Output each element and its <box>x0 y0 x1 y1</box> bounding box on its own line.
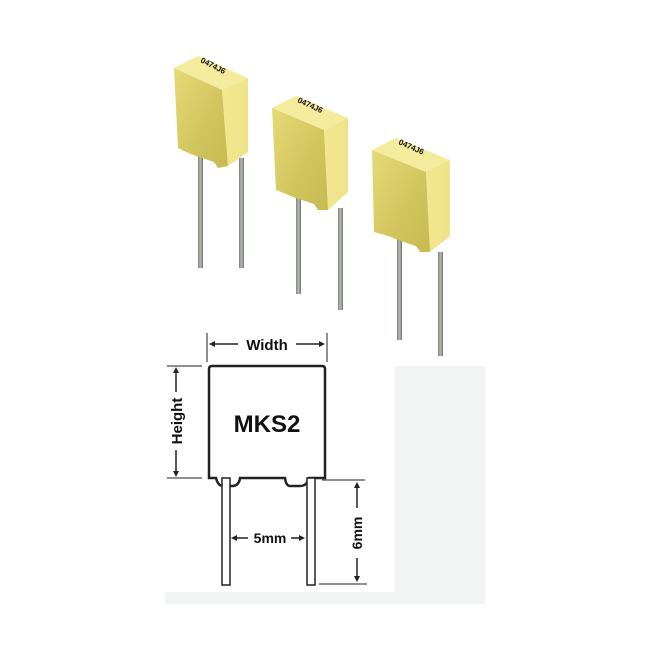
lead <box>239 158 244 268</box>
capacitor-front <box>272 108 328 210</box>
capacitor-2: 0474J6 <box>272 96 348 310</box>
pitch-label: 5mm <box>254 530 287 546</box>
capacitor-top <box>174 56 248 90</box>
background-strip <box>165 592 485 604</box>
capacitor-top <box>372 138 450 172</box>
background-panel <box>395 366 485 604</box>
part-label: MKS2 <box>234 411 301 438</box>
height-label: Height <box>169 398 186 445</box>
lead-length-label: 6mm <box>349 517 365 550</box>
lead <box>397 238 402 340</box>
capacitor-front <box>372 150 430 252</box>
dimension-diagram <box>167 333 367 586</box>
capacitor-side <box>222 78 248 166</box>
capacitor-top <box>272 96 348 130</box>
capacitor-side <box>426 160 450 252</box>
capacitor-side <box>324 118 348 210</box>
lead <box>338 208 343 310</box>
width-label: Width <box>246 337 288 354</box>
lead <box>296 194 301 294</box>
lead <box>438 252 443 356</box>
capacitor-front <box>174 68 228 168</box>
lead <box>198 152 203 268</box>
capacitor-1: 0474J6 <box>174 56 248 268</box>
capacitor-3: 0474J6 <box>372 138 450 356</box>
